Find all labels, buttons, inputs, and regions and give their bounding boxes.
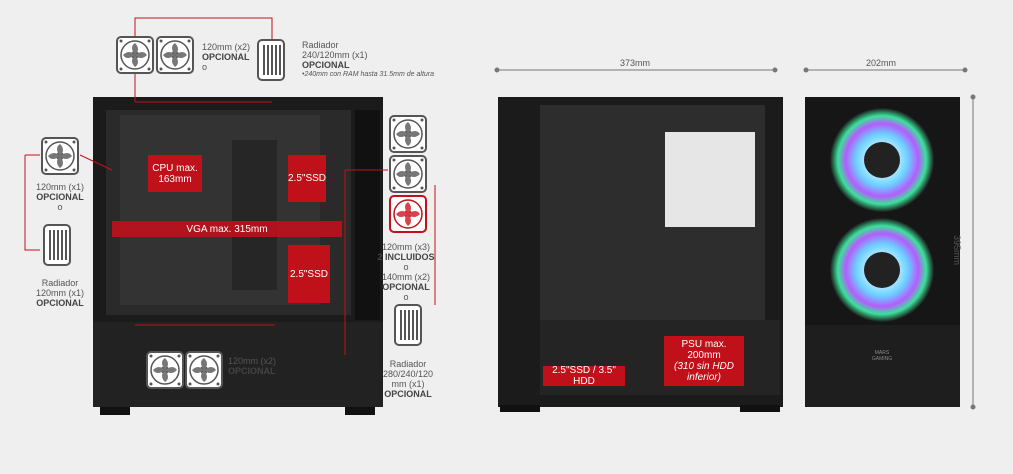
right-dimension-lines [803,67,976,410]
ssd-bottom-box: 2.5"SSD [288,245,330,303]
psu-clearance-box: PSU max. 200mm (310 sin HDD inferior) [664,336,744,386]
right-case-front-view [805,97,960,407]
rear-fan-icon [41,137,79,175]
logo-line: GAMING [871,356,893,362]
top-fan-icon-1 [116,36,154,74]
label-line: o [202,62,208,72]
bottom-fan-icon-1 [146,351,184,389]
label-line: mm (x1) [391,379,425,389]
label-line: 120mm (x1) [35,288,84,298]
front-fan-icon-2 [389,155,427,193]
label-line: OPCIONAL [36,192,84,202]
label-line: OPCIONAL [382,282,430,292]
label-line: o [57,202,63,212]
bottom-fans-label: 120mm (x2) OPCIONAL [228,356,276,376]
label-line: 2.5"SSD [288,173,327,184]
brand-logo: MARS GAMING [862,350,902,362]
label-line: 163mm [158,173,192,185]
label-line: Radiador [302,40,339,50]
label-line: Radiador [389,359,427,369]
label-line: 120mm (x1) [35,182,84,192]
right-width-dimension: 202mm [866,58,897,68]
label-line: 280/240/120 [382,369,434,379]
label-line: OPCIONAL [228,366,276,376]
label-line: 240/120mm (x1) [302,50,368,60]
label-line: PSU max. 200mm [681,339,727,361]
label-line: 140mm (x2) [381,272,430,282]
label-line: CPU max. [152,162,198,174]
label-line: o [403,262,409,272]
label-line: 2.5"SSD / 3.5" HDD [552,365,616,387]
front-fan-icon-3-included [389,195,427,233]
label-line: VGA max. 315mm [186,223,268,235]
middle-dimension-line [494,67,778,73]
right-height-dimension: 395mm [952,235,962,266]
hdd-bay-box: 2.5"SSD / 3.5" HDD [543,365,625,387]
label-line: 120mm (x2) [228,356,277,366]
label-line: 120mm (x3) [381,242,430,252]
logo-line: MARS [874,350,890,356]
label-line: OPCIONAL [384,389,432,399]
top-radiator-icon [257,39,285,81]
label-line: 2.5"SSD [289,268,328,280]
front-fans-label: 120mm (x3) 2 INCLUIDOS o 140mm (x2) OPCI… [375,242,437,302]
rear-fan-label: 120mm (x1) OPCIONAL o [30,182,90,212]
bottom-fan-icon-2 [185,351,223,389]
rear-radiator-icon [43,224,71,266]
label-note: •240mm con RAM hasta 31.5mm de altura [302,71,435,78]
top-radiator-label: Radiador 240/120mm (x1) OPCIONAL •240mm … [302,40,434,80]
label-line: OPCIONAL [302,60,350,70]
ssd-top-box: 2.5"SSD [288,155,326,202]
front-radiator-label: Radiador 280/240/120 mm (x1) OPCIONAL [375,359,441,399]
vga-clearance-bar: VGA max. 315mm [112,221,342,237]
label-line: 120mm (x2) [202,42,251,52]
label-line: o [403,292,409,302]
top-fan-icon-2 [156,36,194,74]
front-radiator-icon [394,304,422,346]
middle-width-dimension: 373mm [620,58,651,68]
label-line: (310 sin HDD [673,361,735,372]
left-case-side-view [93,97,383,415]
cpu-clearance-box: CPU max. 163mm [148,155,202,192]
top-fans-label: 120mm (x2) OPCIONAL o [202,42,250,72]
label-line: 2 INCLUIDOS [377,252,435,262]
label-line: Radiador [41,278,79,288]
rear-radiator-label: Radiador 120mm (x1) OPCIONAL [30,278,90,308]
label-line: OPCIONAL [36,298,84,308]
front-fan-icon-1 [389,115,427,153]
label-line: OPCIONAL [202,52,250,62]
label-line: inferior) [687,372,721,383]
